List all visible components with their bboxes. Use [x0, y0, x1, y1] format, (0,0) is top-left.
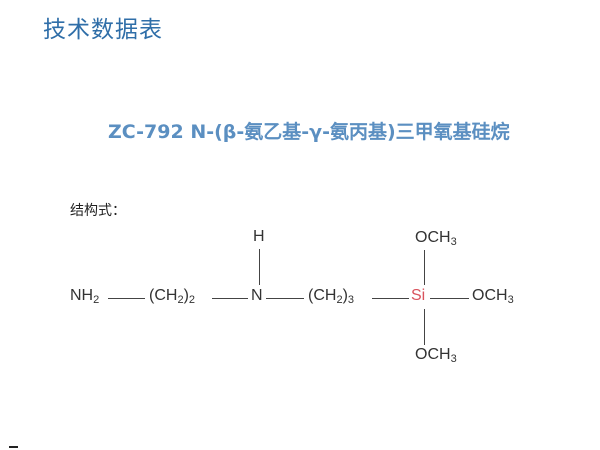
och3-right: OCH3 — [472, 287, 514, 306]
bond — [212, 298, 248, 299]
corner-mark — [9, 446, 18, 448]
page-title: 技术数据表 — [43, 17, 163, 43]
bond — [372, 298, 409, 299]
bond — [430, 298, 469, 299]
nh2-group: NH2 — [70, 287, 100, 306]
bond — [259, 249, 260, 285]
structure-label: 结构式： — [70, 203, 126, 219]
ch2-2-group: (CH2)2 — [149, 287, 196, 306]
bond — [108, 298, 145, 299]
ch2-3-group: (CH2)3 — [308, 287, 355, 306]
och3-bottom: OCH3 — [415, 346, 457, 365]
bond — [266, 298, 304, 299]
bond — [424, 309, 425, 345]
si-atom: Si — [411, 287, 426, 304]
och3-top: OCH3 — [415, 229, 457, 248]
n-atom: N — [251, 287, 263, 304]
bond — [424, 250, 425, 285]
product-title: ZC-792 N-(β-氨乙基-γ-氨丙基)三甲氧基硅烷 — [108, 121, 510, 143]
h-atom: H — [253, 228, 265, 245]
